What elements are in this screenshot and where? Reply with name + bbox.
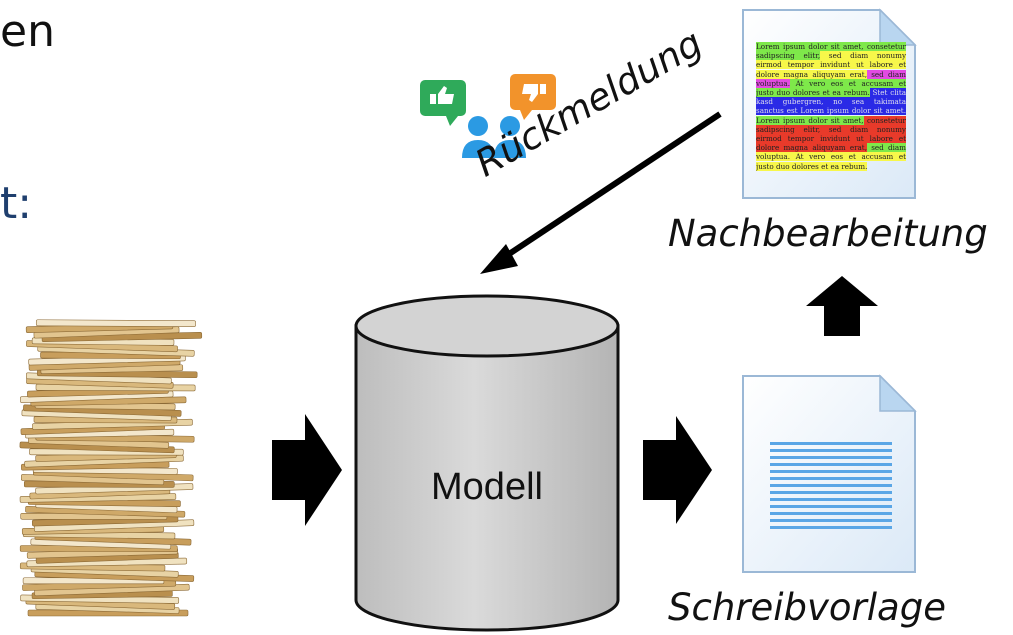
document-line [770,519,892,522]
document-text-segment: consetetur [863,115,906,125]
document-line [770,526,892,529]
paper-sheet [35,319,196,327]
document-line [770,498,892,501]
highlighted-document-text: Lorem ipsum dolor sit amet, consetetur s… [756,42,906,182]
document-text-segment: sed diam [866,143,906,153]
document-text-segment: sed diam [866,69,906,79]
feedback-people-icon [420,74,556,158]
document-line [770,456,892,459]
arrow-up [806,276,878,336]
document-text-segment: voluptua. [756,78,791,88]
document-text-segment: At vero eos et accusam et justo duo dolo… [756,78,906,98]
document-text-segment: sed diam nonumy [820,51,906,61]
document-line [770,512,892,515]
fragment-text-top: en [0,6,55,57]
fragment-text-middle: t: [0,178,33,229]
model-label: Modell [431,466,543,508]
document-line [770,442,892,445]
document-line [770,484,892,487]
document-text-segment: sadipscing elitr, sed diam nonumy eirmod… [756,124,906,153]
document-icon [742,374,917,573]
document-text-segment: voluptua. At vero eos et accusam et just… [756,152,906,171]
template-label: Schreibvorlage [668,586,946,629]
document-line [770,477,892,480]
document-text-segment: ipsum dolor sit amet, [779,115,864,125]
document-line [770,505,892,508]
paper-stack-image [19,319,203,617]
arrow-right-2 [643,416,712,524]
document-text-segment: Lorem [756,115,780,125]
feedback-arrow [480,111,722,274]
document-text-segment: Lorem ipsum dolor sit amet. [797,106,906,116]
document-line [770,449,892,452]
document-line [770,463,892,466]
arrow-right-1 [272,414,342,526]
post-processing-label: Nachbearbeitung [668,212,988,255]
model-cylinder [354,294,620,632]
document-line [770,491,892,494]
document-line [770,470,892,473]
